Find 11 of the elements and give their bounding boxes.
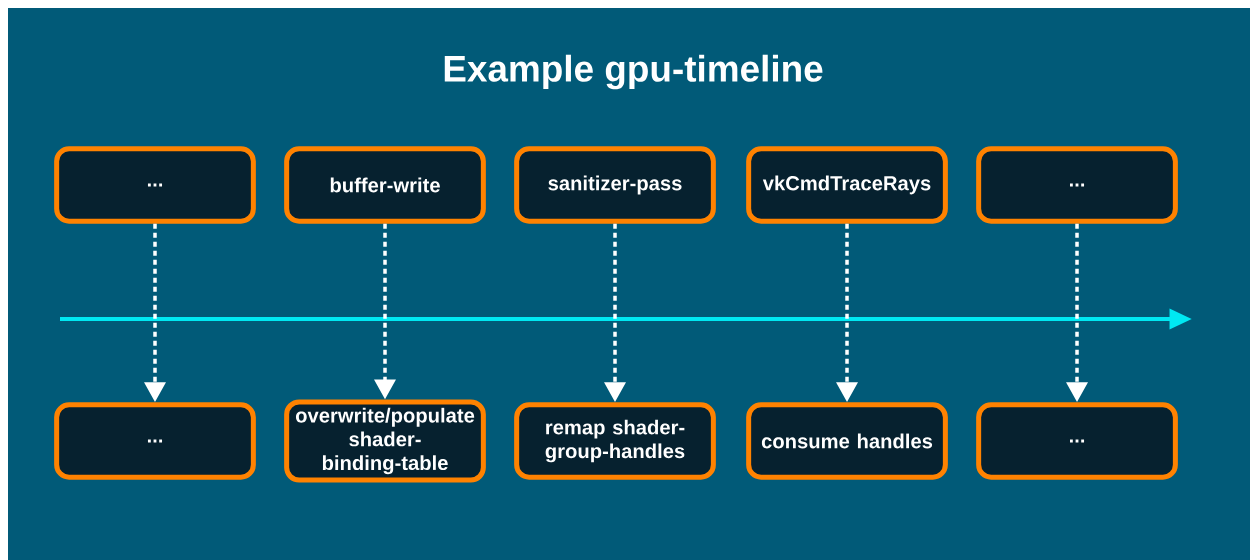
process-box: vkCmdTraceRays (746, 146, 948, 224)
process-box: sanitizer-pass (514, 146, 716, 224)
process-box: buffer-write (284, 146, 486, 224)
process-box: overwrite/populate shader-binding-table (284, 399, 486, 483)
process-box: ... (54, 146, 256, 224)
process-box: ... (976, 402, 1178, 480)
title: Example gpu-timeline (444, 54, 823, 90)
process-box: remap shader-group-handles (514, 402, 716, 480)
process-box: ... (976, 146, 1178, 224)
process-box: ... (54, 402, 256, 480)
process-box: consume handles (746, 402, 948, 480)
